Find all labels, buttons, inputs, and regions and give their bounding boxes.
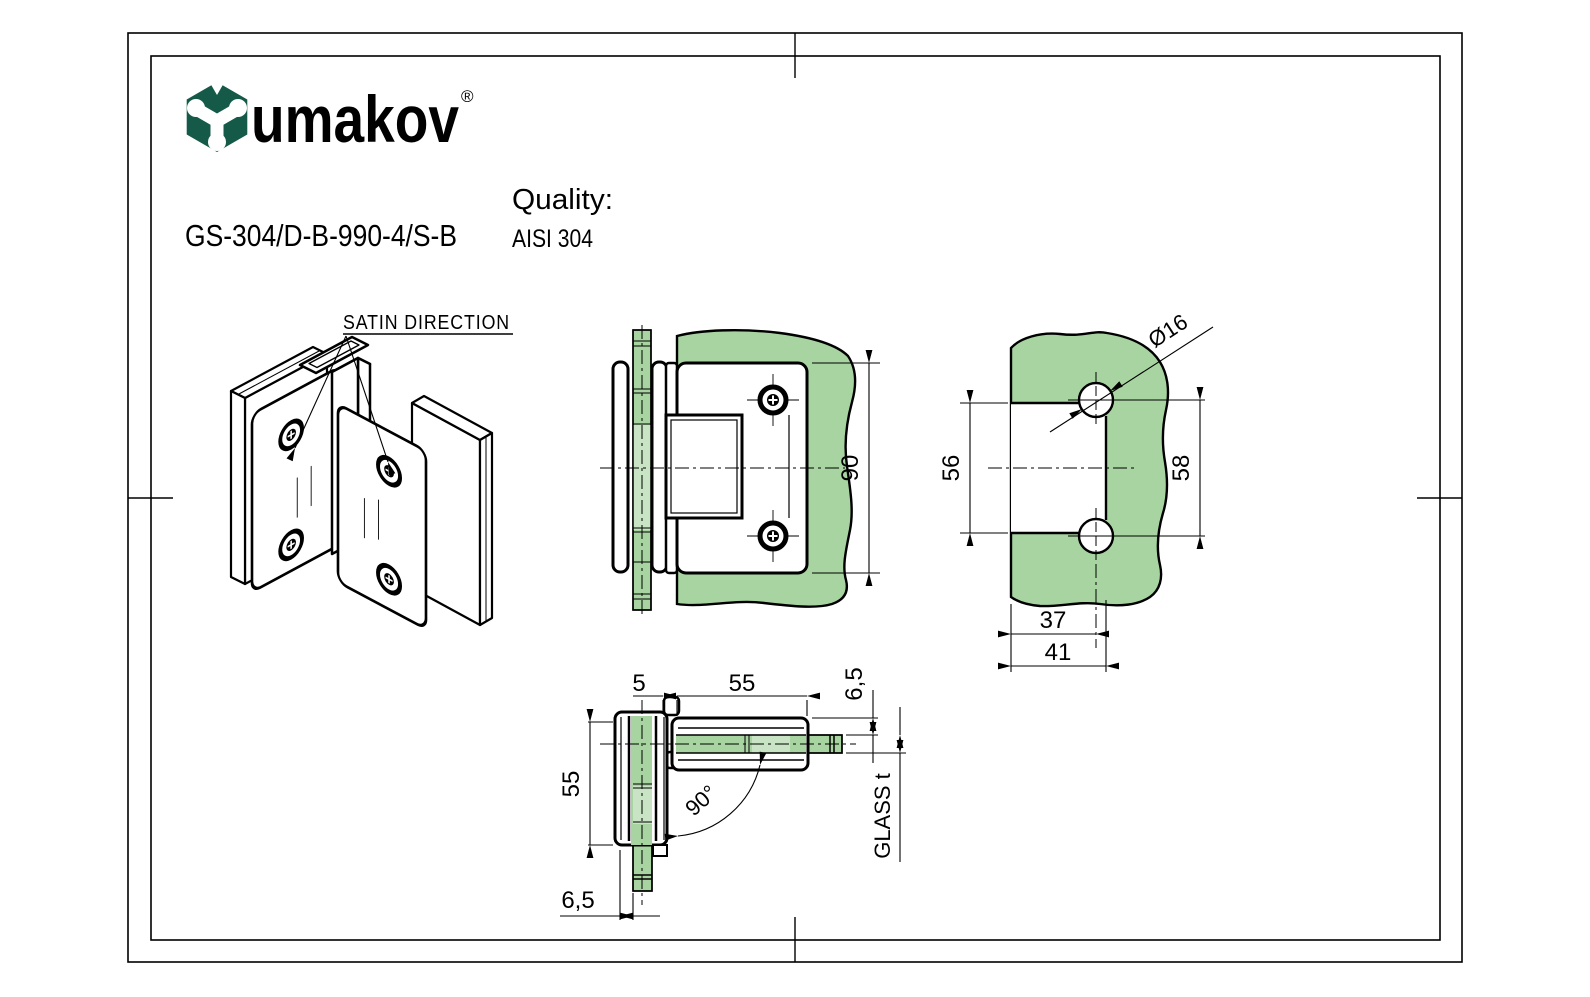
dim-55-top: 55 [664,670,820,716]
dim-90-angle: 90° [664,751,767,841]
top-view: 5 55 6,5 GLASS t 55 [558,667,906,920]
dim-hole-diameter-label: Ø16 [1144,309,1192,353]
front-tab-top [664,361,679,423]
drawing-frame [127,32,1463,963]
front-knuckle [664,413,744,520]
dim-opening-angle: 90° [680,780,721,821]
quality-value: AISI 304 [512,225,593,253]
front-view: 90 [600,325,880,615]
dim-leaf-length: 55 [729,670,756,697]
dim-hole-offset: 37 [1040,607,1067,634]
dim-glass-thickness: GLASS t [846,707,906,862]
logo-text: umakov [251,82,459,156]
iso-right-glass [410,394,494,627]
iso-clamp-top-ring [298,335,370,375]
dim-cover-thickness: 6,5 [561,887,594,914]
dim-hole-spacing: 58 [1168,455,1195,482]
dim-65-top: 6,5 [812,667,878,763]
isometric-view: SATIN DIRECTION [229,312,513,628]
dim-5: 5 [632,670,678,716]
satin-direction-callout: SATIN DIRECTION [286,312,513,476]
dim-65-bottom: 6,5 [560,850,660,920]
registered-mark: ® [461,87,474,106]
prep-centerlines [988,372,1205,648]
part-number: GS-304/D-B-990-4/S-B [185,218,457,253]
front-tab-bottom [664,513,679,575]
satin-lines [363,497,379,540]
front-screw [747,510,799,562]
iso-right-plate [336,405,428,628]
dim-56: 56 [938,390,1008,546]
front-clamp-bar-left [611,360,630,574]
satin-direction-label: SATIN DIRECTION [343,312,510,334]
top-clamp-vertical [613,710,669,857]
iso-screw [376,562,403,596]
dim-leaf-width: 55 [558,771,585,798]
iso-screw [278,418,304,452]
quality-label: Quality: [512,184,613,216]
dim-pivot-offset: 5 [632,670,645,697]
dim-notch-height: 56 [938,455,965,482]
dim-glass-thickness-label: GLASS t [870,773,895,859]
logo: umakov ® [186,82,474,156]
dim-notch-depth: 41 [1045,639,1072,666]
dim-58: 58 [1168,387,1204,549]
dim-90: 90 [812,350,880,586]
dim-41: 41 [998,639,1119,670]
dim-plate-height: 90 [837,455,864,482]
logo-hexagon-icon [186,82,248,152]
glass-prep-view: 56 58 Ø16 37 41 [938,309,1214,672]
dim-55-left: 55 [558,709,613,858]
dim-hole-diameter: Ø16 [1049,309,1214,433]
satin-lines [296,465,312,518]
iso-screw [278,528,304,562]
dim-37: 37 [998,600,1109,672]
front-screw [747,374,799,426]
top-clamp-step [652,844,668,857]
dim-plate-offset: 6,5 [841,667,868,700]
